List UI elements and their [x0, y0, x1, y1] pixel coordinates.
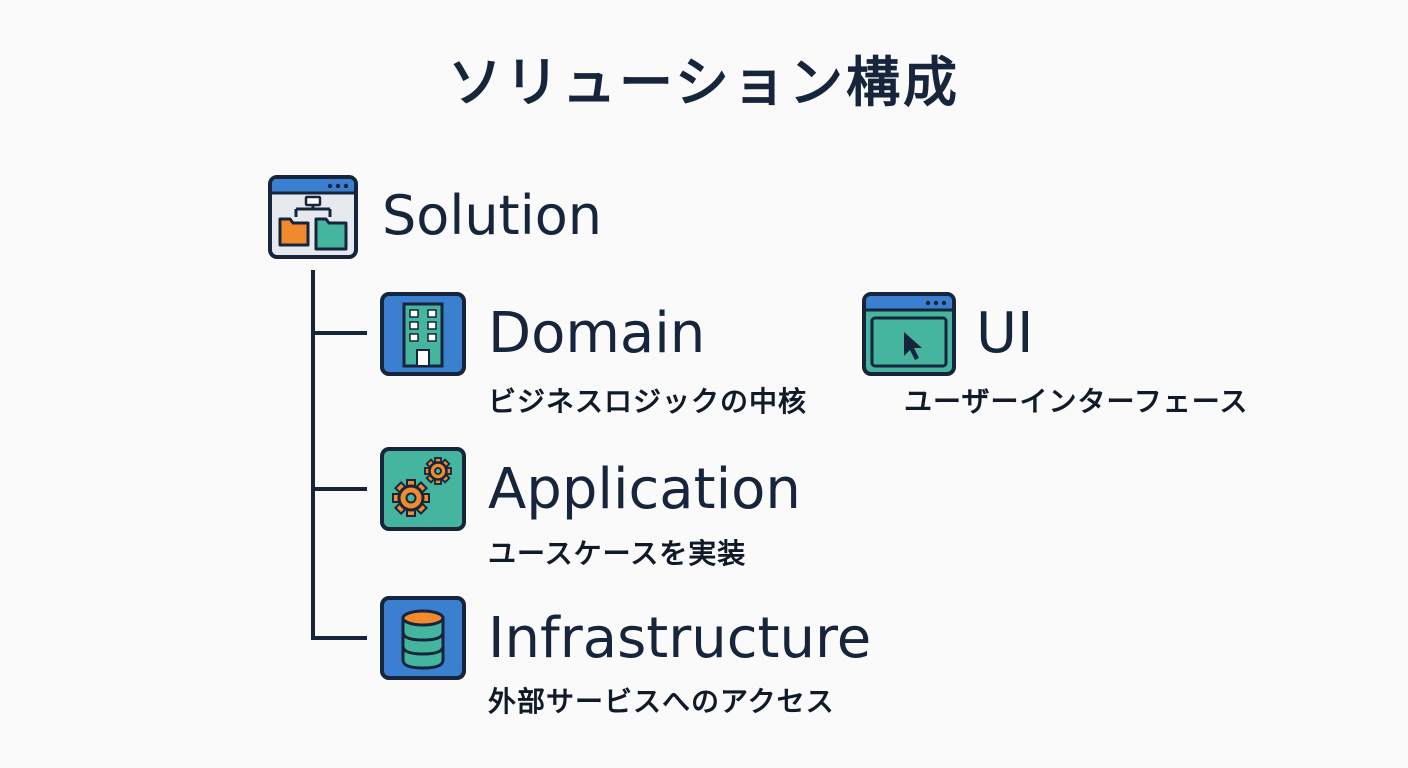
tree-trunk-line: [311, 270, 315, 640]
browser-cursor-icon: [862, 292, 956, 376]
gears-icon: [380, 447, 466, 531]
page-title: ソリューション構成: [448, 51, 960, 114]
domain-name: Domain: [488, 301, 706, 366]
tree-branch-infrastructure-line: [311, 636, 367, 640]
tree-branch-application-line: [311, 487, 367, 491]
solution-name: Solution: [382, 184, 602, 247]
application-name: Application: [488, 457, 801, 522]
database-icon: [380, 596, 466, 680]
ui-description: ユーザーインターフェース: [904, 385, 1249, 418]
tree-branch-domain-line: [311, 331, 367, 335]
infrastructure-name: Infrastructure: [488, 606, 872, 671]
application-description: ユースケースを実装: [488, 537, 747, 570]
infrastructure-description: 外部サービスへのアクセス: [488, 685, 835, 718]
solution-folder-icon: [268, 175, 358, 259]
ui-name: UI: [976, 301, 1034, 366]
domain-description: ビジネスロジックの中核: [488, 385, 808, 418]
building-icon: [380, 292, 466, 376]
